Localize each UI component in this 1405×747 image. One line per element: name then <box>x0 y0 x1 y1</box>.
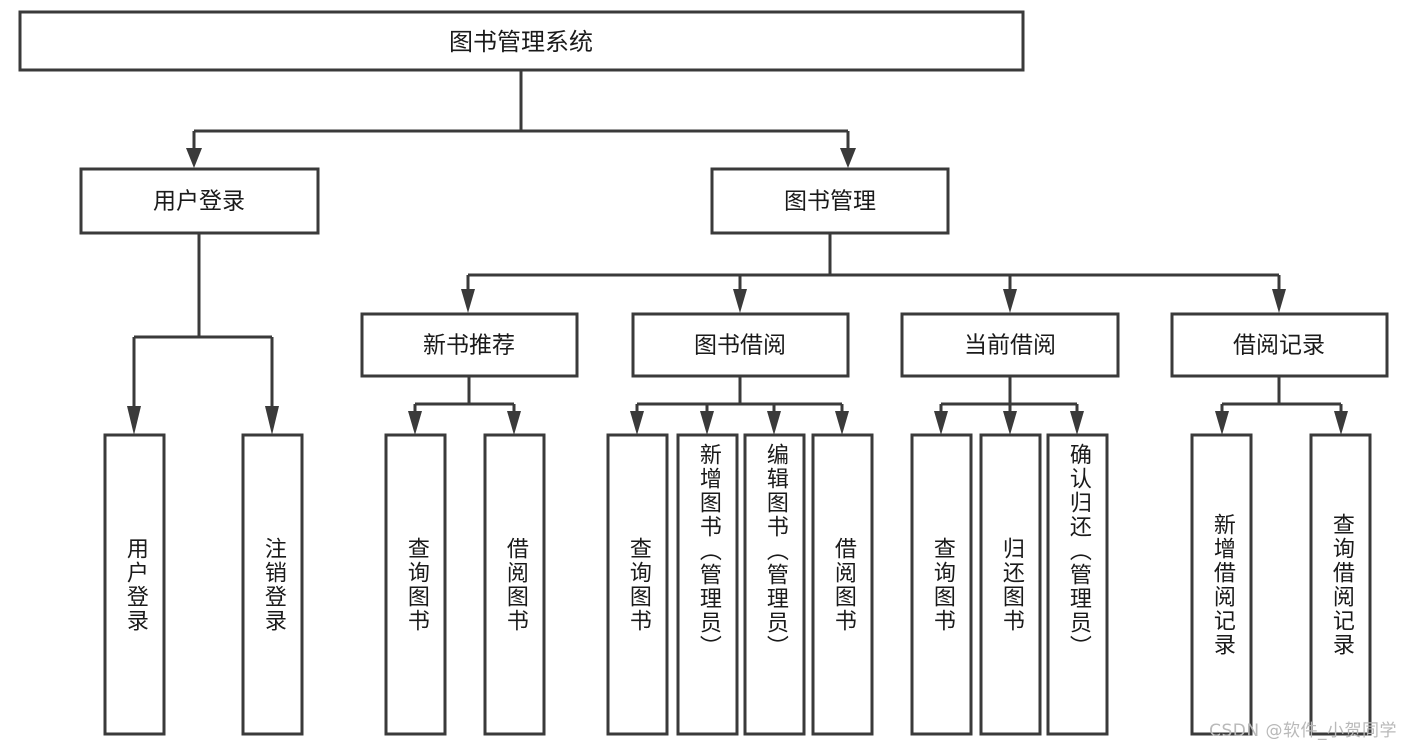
leaf-box-user-login-0[interactable] <box>103 433 166 736</box>
arrow-to-user-login <box>186 148 202 168</box>
node-current-borrow[interactable]: 当前借阅 <box>900 312 1120 378</box>
leaf-box-borrow-record-1[interactable] <box>1309 433 1372 736</box>
connector-borrow-record-to-leaves <box>1215 376 1348 435</box>
connector-current-borrow-to-leaves <box>934 376 1084 435</box>
node-current-borrow-label: 当前借阅 <box>964 333 1056 359</box>
node-book-management-label: 图书管理 <box>784 189 876 215</box>
connector-book-borrow-to-leaves <box>630 376 849 435</box>
connector-new-book-to-leaves <box>408 376 521 435</box>
node-user-login[interactable]: 用户登录 <box>79 167 320 235</box>
leaf-box-current-borrow-1[interactable] <box>979 433 1042 736</box>
arrow-to-book-management <box>840 148 856 168</box>
connector-root-to-level2 <box>186 70 856 168</box>
leaf-box-new-book-1[interactable] <box>483 433 546 736</box>
leaf-box-book-borrow-1[interactable] <box>676 433 739 736</box>
node-new-book-recommend-label: 新书推荐 <box>423 333 515 359</box>
leaf-box-new-book-0[interactable] <box>384 433 447 736</box>
node-new-book-recommend[interactable]: 新书推荐 <box>360 312 579 378</box>
node-root-system[interactable]: 图书管理系统 <box>18 10 1025 72</box>
connector-user-login-to-leaves <box>127 233 279 435</box>
node-borrow-record-label: 借阅记录 <box>1233 333 1325 359</box>
leaf-box-book-borrow-0[interactable] <box>606 433 669 736</box>
leaf-box-current-borrow-0[interactable] <box>910 433 973 736</box>
connector-book-management-to-level3 <box>461 233 1286 313</box>
leaf-box-current-borrow-2[interactable] <box>1046 433 1109 736</box>
node-borrow-record[interactable]: 借阅记录 <box>1170 312 1389 378</box>
leaf-box-user-login-1[interactable] <box>241 433 304 736</box>
node-user-login-label: 用户登录 <box>153 189 245 215</box>
watermark-text: CSDN @软件_小贺同学 <box>1209 721 1397 741</box>
leaf-box-borrow-record-0[interactable] <box>1190 433 1253 736</box>
node-book-borrow[interactable]: 图书借阅 <box>631 312 850 378</box>
leaf-box-book-borrow-3[interactable] <box>811 433 874 736</box>
node-root-label: 图书管理系统 <box>449 28 593 56</box>
node-book-management[interactable]: 图书管理 <box>710 167 950 235</box>
node-book-borrow-label: 图书借阅 <box>694 333 786 359</box>
leaf-box-book-borrow-2[interactable] <box>743 433 806 736</box>
